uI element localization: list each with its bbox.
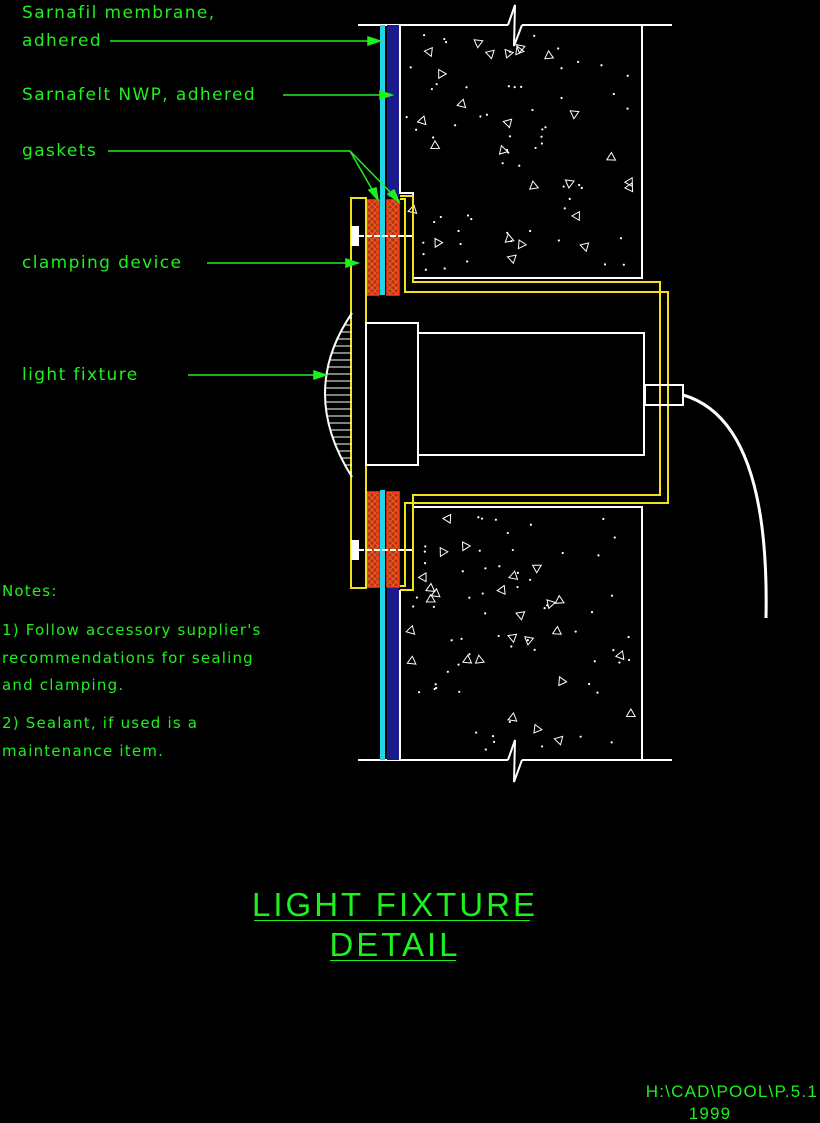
label-membrane-line2: adhered bbox=[22, 31, 103, 51]
note-1-line-2: recommendations for sealing bbox=[2, 649, 254, 667]
label-light-fixture: light fixture bbox=[22, 365, 139, 385]
clamp-bolts bbox=[351, 226, 414, 560]
membrane-upper bbox=[380, 25, 385, 295]
label-nwp: Sarnafelt NWP, adhered bbox=[22, 85, 257, 105]
drawing-title-line-1: LIGHT FIXTURE bbox=[252, 886, 538, 923]
label-gaskets: gaskets bbox=[22, 141, 98, 161]
leader-lines bbox=[108, 35, 401, 381]
label-membrane-line1: Sarnafil membrane, bbox=[22, 3, 216, 23]
title-underline-1 bbox=[254, 920, 530, 921]
membrane-lower bbox=[380, 490, 385, 760]
notes-heading: Notes: bbox=[2, 582, 58, 600]
light-fixture-body bbox=[324, 312, 768, 619]
title-underline-2 bbox=[330, 960, 456, 961]
aggregate-speckle-upper bbox=[405, 33, 634, 271]
note-2-line-2: maintenance item. bbox=[2, 742, 165, 760]
file-year: 1999 bbox=[688, 1104, 732, 1123]
drawing-title-line-2: DETAIL bbox=[329, 926, 461, 963]
aggregate-speckle-lower bbox=[405, 513, 637, 751]
gaskets bbox=[366, 199, 400, 588]
note-1-line-1: 1) Follow accessory supplier's bbox=[2, 621, 262, 639]
note-1-line-3: and clamping. bbox=[2, 676, 125, 694]
nwp-felt-lower bbox=[387, 588, 399, 760]
nwp-felt-upper bbox=[387, 25, 399, 197]
note-2-line-1: 2) Sealant, if used is a bbox=[2, 714, 199, 732]
lens-hatch bbox=[325, 317, 352, 473]
file-path: H:\CAD\POOL\P.5.1 bbox=[645, 1082, 818, 1101]
label-clamping-device: clamping device bbox=[22, 253, 183, 273]
